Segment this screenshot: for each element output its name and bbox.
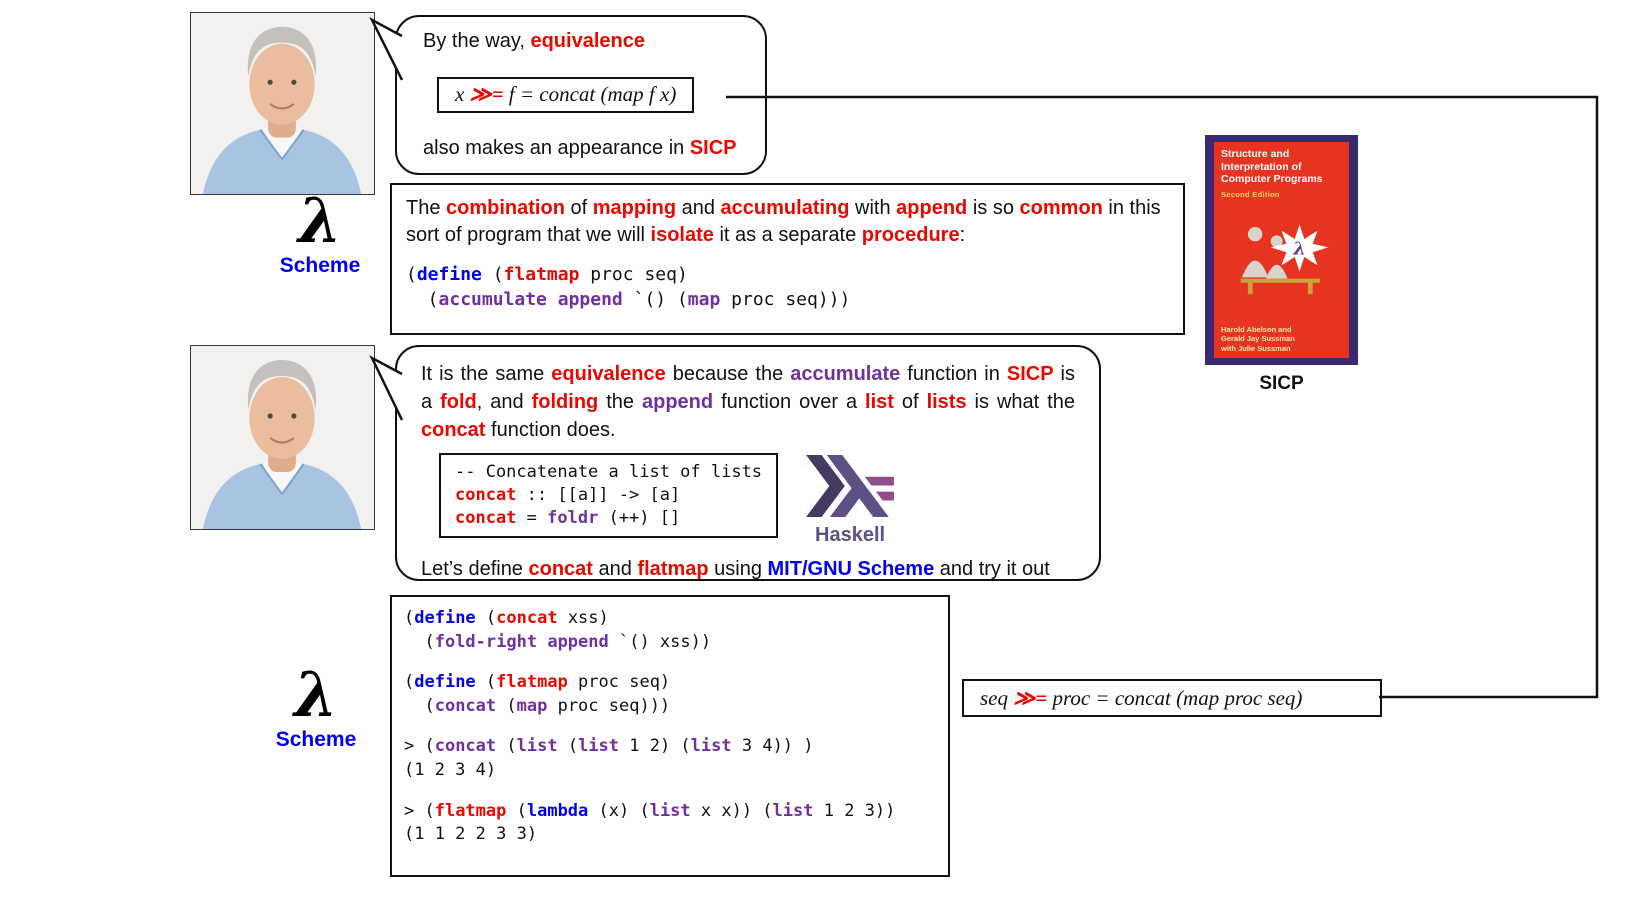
code-line: -- Concatenate a list of lists (455, 462, 763, 482)
scheme-session-box: (define (concat xss) (fold-right append … (390, 595, 950, 877)
scheme-logo-top: λ Scheme (240, 188, 400, 278)
bubble1-line2: also makes an appearance in SICP (423, 137, 737, 159)
haskell-logo-block: Haskell (806, 453, 894, 547)
bubble1-line1: By the way, equivalence (423, 30, 645, 52)
speaker-avatar-illustration (191, 13, 374, 194)
haskell-row: -- Concatenate a list of lists concat ::… (439, 453, 1075, 547)
code-line: (1 2 3 4) (404, 759, 497, 780)
sicp-book-cover-inner: Structure and Interpretation of Computer… (1214, 142, 1349, 358)
svg-text:λ: λ (1292, 238, 1306, 259)
code-line: (define (flatmap proc seq) (404, 672, 671, 693)
code-line: (concat (map proc seq))) (404, 695, 671, 716)
speech-bubble-equivalence: By the way, equivalence x ≫= f = concat … (395, 15, 767, 175)
bind-formula-right: seq ≫= proc = concat (map proc seq) (980, 685, 1303, 710)
code-line: (accumulate append `() (map proc seq))) (406, 289, 851, 310)
code-line: > (flatmap (lambda (x) (list x x)) (list… (404, 800, 896, 821)
book-authors: Harold Abelson and Gerald Jay Sussman wi… (1221, 324, 1295, 353)
book-cover-illustration: λ (1240, 224, 1329, 294)
sicp-quote-text: The combination of mapping and accumulat… (406, 197, 1161, 246)
code-line: > (concat (list (list 1 2) (list 3 4)) ) (404, 736, 814, 757)
code-line: (define (concat xss) (404, 608, 609, 628)
bubble2-paragraph: It is the same equivalence because the a… (421, 363, 1076, 441)
bind-formula-box: x ≫= f = concat (map f x) (437, 77, 695, 113)
bind-formula-right-box: seq ≫= proc = concat (map proc seq) (962, 679, 1382, 717)
book-edition: Second Edition (1221, 189, 1280, 199)
sicp-quote-code: (define (flatmap proc seq) (accumulate a… (406, 262, 1169, 312)
haskell-code-box: -- Concatenate a list of lists concat ::… (439, 453, 779, 538)
code-line: concat :: [[a]] -> [a] (455, 485, 681, 505)
lambda-icon: λ (298, 184, 342, 257)
lambda-icon: λ (294, 658, 338, 731)
code-line (404, 654, 936, 671)
bubble2-closing-line: Let’s define concat and flatmap using MI… (421, 558, 1050, 580)
speech-bubble-explanation: It is the same equivalence because the a… (395, 345, 1101, 581)
speaker-photo-bottom (190, 345, 375, 530)
sicp-book-label: SICP (1259, 373, 1304, 394)
code-line: (fold-right append `() xss)) (404, 631, 712, 652)
scheme-logo-bottom: λ Scheme (236, 662, 396, 752)
haskell-label: Haskell (815, 524, 886, 546)
scheme-label: Scheme (279, 254, 361, 277)
sicp-book-cover: Structure and Interpretation of Computer… (1205, 135, 1358, 365)
code-line: (define (flatmap proc seq) (406, 264, 688, 285)
bind-formula: x ≫= f = concat (map f x) (455, 82, 677, 106)
code-line (404, 783, 936, 800)
code-line: concat = foldr (++) [] (455, 508, 681, 528)
speaker-avatar-illustration (191, 346, 374, 529)
haskell-logo-icon (806, 455, 894, 517)
speaker-photo-top (190, 12, 375, 195)
scheme-label: Scheme (275, 728, 357, 751)
code-line (404, 718, 936, 735)
sicp-quote-box: The combination of mapping and accumulat… (390, 183, 1185, 335)
book-title: Structure and Interpretation of Computer… (1221, 148, 1323, 185)
code-line: (1 1 2 2 3 3) (404, 824, 538, 845)
